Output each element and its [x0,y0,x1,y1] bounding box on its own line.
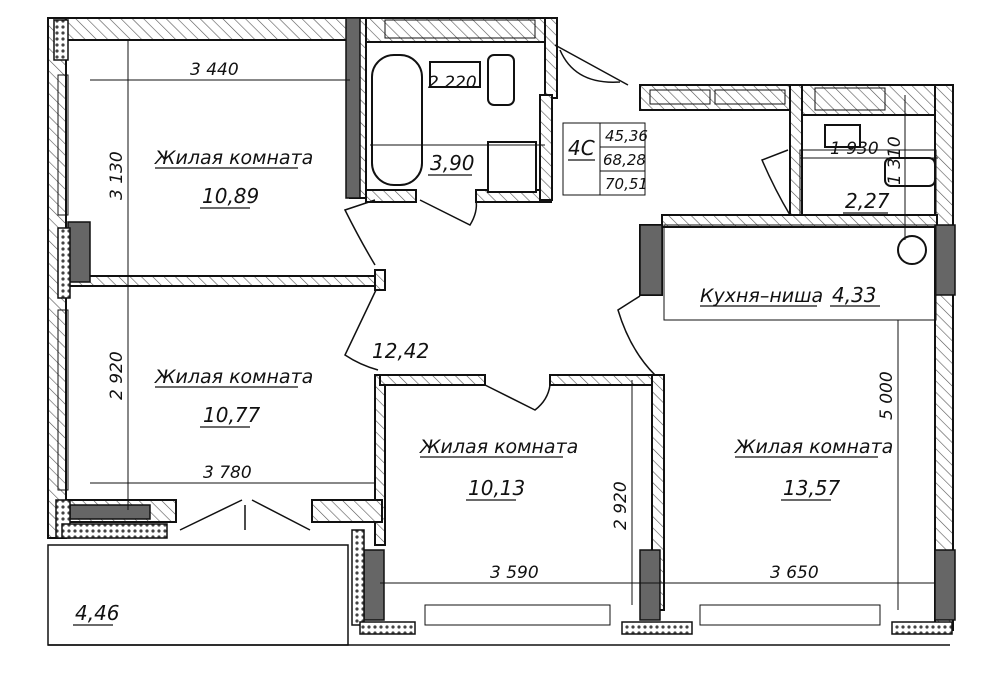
dimension-label: 3 650 [770,563,819,583]
dimension-label: 3 130 [107,151,127,200]
dimension-label: 1 310 [885,136,905,185]
dimension-label: 3 440 [190,60,239,80]
room-name: Жилая комната [154,366,313,388]
total-area-with-balcony: 70,51 [605,175,648,193]
room-name: Жилая комната [734,436,893,458]
balcony-area: 4,46 [75,601,120,625]
stove-icon [897,235,927,265]
room-area: 13,57 [783,476,841,500]
dimension-label: 2 920 [611,481,631,530]
columns [53,17,956,635]
dimension-label: 5 000 [877,371,897,420]
dimension-label: 3 780 [203,463,252,483]
total-area: 68,28 [603,151,646,169]
room-area: 10,77 [203,403,261,427]
dimension-label: 2 220 [428,73,477,93]
room-name: Жилая комната [419,436,578,458]
toilet-sink-icon [824,124,861,148]
room-area: 10,13 [468,476,525,500]
windows [47,19,950,646]
apartment-type: 4С [568,136,595,160]
room-labels: Жилая комната 10,89 Жилая комната 10,77 … [73,147,893,626]
kitchen-name: Кухня–ниша [700,285,823,307]
kitchen-area: 4,33 [832,283,877,307]
dimension-labels: 3 440 3 130 2 920 3 780 2 220 1 930 1 31… [107,60,905,583]
doors [179,44,791,531]
dimension-label: 3 590 [490,563,539,583]
bathroom-area: 3,90 [430,151,475,175]
hall-area: 12,42 [372,339,429,363]
kitchen-counter [663,224,937,321]
room-name: Жилая комната [154,147,313,169]
room-area: 10,89 [202,184,259,208]
dimension-label: 1 930 [830,139,879,159]
apartment-info-box: 4С 45,36 68,28 70,51 [562,122,648,196]
sink-icon [429,61,481,88]
washer-icon [487,141,537,193]
living-area: 45,36 [605,127,648,145]
toilet-icon [487,54,515,106]
bathtub-icon [371,54,423,186]
fixtures [371,54,937,321]
dimension-lines [90,40,938,610]
dimension-label: 2 920 [107,351,127,400]
toilet-area: 2,27 [845,189,890,213]
